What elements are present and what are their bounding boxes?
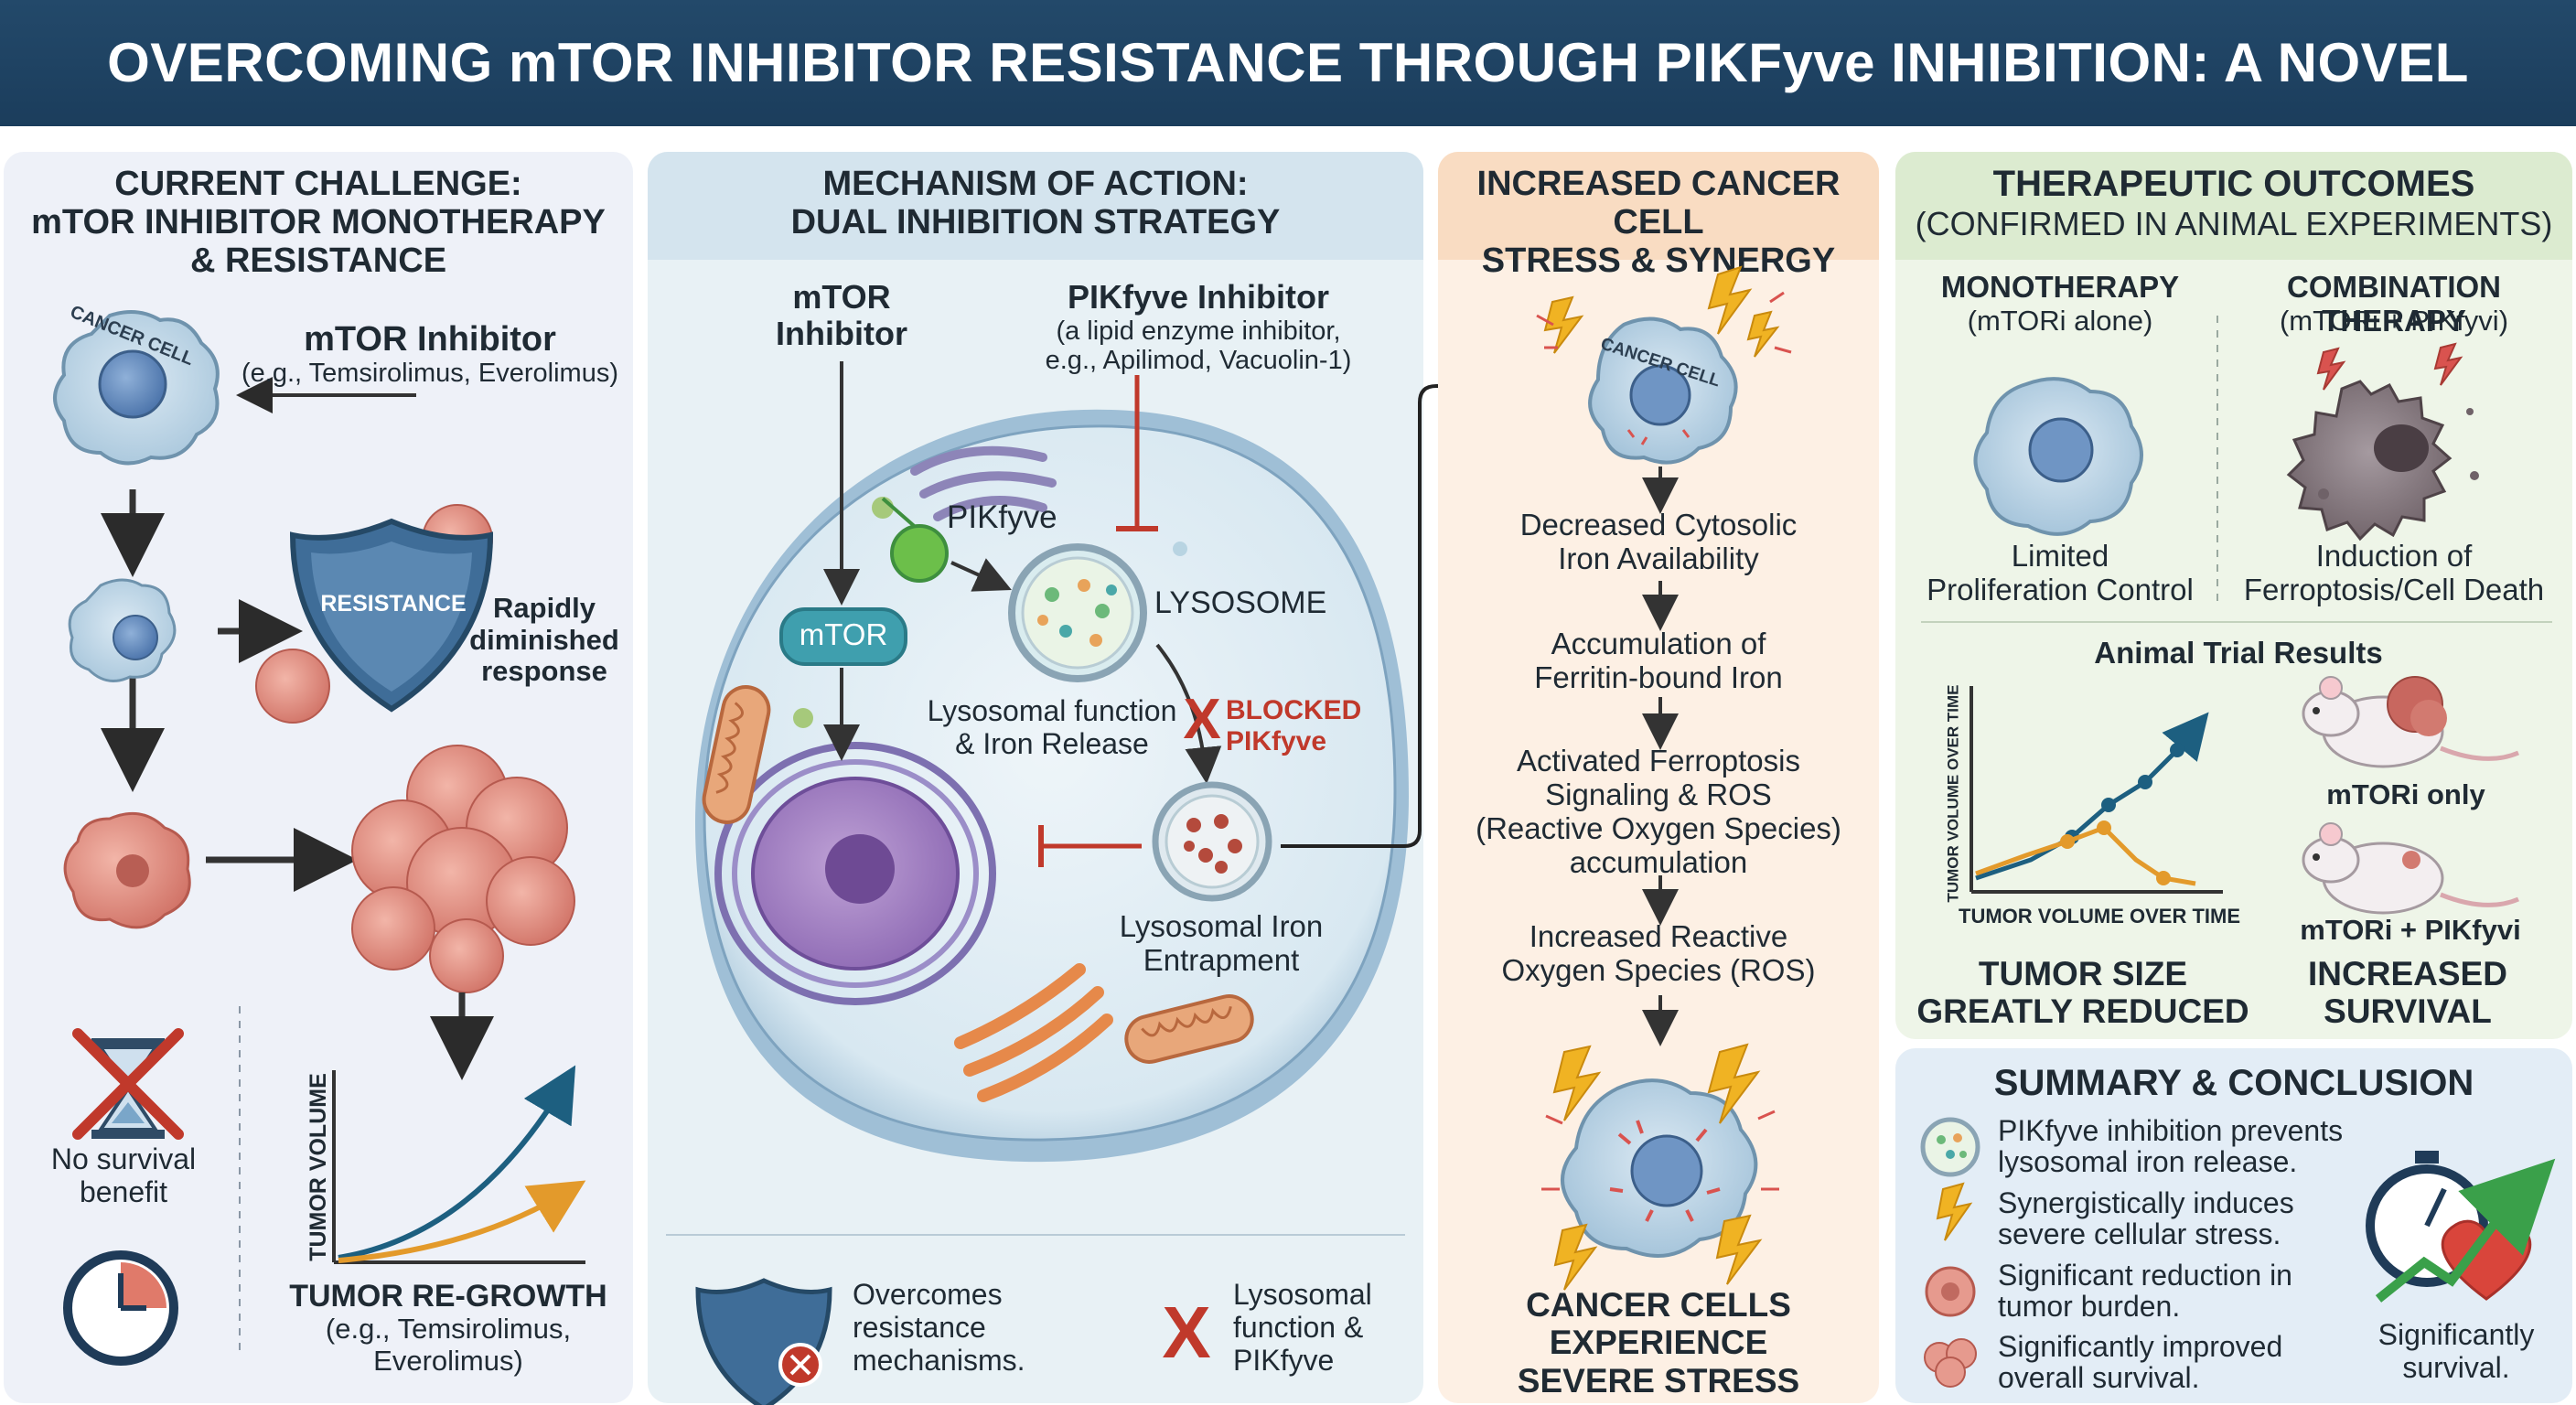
regrowth-chart <box>332 1065 586 1264</box>
summary-item-2: Synergistically induces severe cellular … <box>1998 1186 2294 1250</box>
mtor-inhibitor-examples: (e.g., Temsirolimus, Everolimus) <box>241 359 618 388</box>
outcomes-subheading: (CONFIRMED IN ANIMAL EXPERIMENTS) <box>1915 205 2553 242</box>
monotherapy-sub: (mTORi alone) <box>1967 305 2153 337</box>
lysosomal-x-mark: X <box>1162 1292 1211 1373</box>
pikfyve-inhibitor-desc: (a lipid enzyme inhibitor, e.g., Apilimo… <box>1045 316 1352 376</box>
hourglass-icon <box>72 1028 184 1140</box>
lightning-icon <box>1543 265 1780 358</box>
tumor-cell-icon <box>1925 1266 1976 1317</box>
summary-item-3: Significant reduction in tumor burden. <box>1998 1259 2292 1323</box>
tumor-result: TUMOR SIZE GREATLY REDUCED <box>1916 955 2249 1031</box>
tumor-cell-icon <box>63 811 191 929</box>
clock-icon <box>63 1250 178 1366</box>
monotherapy-result: Limited Proliferation Control <box>1927 539 2194 606</box>
stress-step-2: Accumulation of Ferritin-bound Iron <box>1534 627 1783 694</box>
lysosome-label: LYSOSOME <box>1154 585 1327 620</box>
cell-diagram <box>695 409 1409 1163</box>
lightning-icon <box>1936 1182 1973 1241</box>
severe-stress-cell-icon <box>1561 1078 1758 1258</box>
trial-title: Animal Trial Results <box>2094 636 2383 670</box>
stress-final: CANCER CELLS EXPERIENCE SEVERE STRESS <box>1517 1286 1800 1400</box>
pikfyve-inhibitor-title: PIKfyve Inhibitor <box>1067 278 1330 316</box>
stress-step-3: Activated Ferroptosis Signaling & ROS (R… <box>1476 744 1841 879</box>
golgi-icon <box>910 445 1057 521</box>
pikfyve-label: PIKfyve <box>947 499 1057 535</box>
stress-step-4: Increased Reactive Oxygen Species (ROS) <box>1501 919 1816 987</box>
lysosomal-footer-text: Lysosomal function & PIKfyve <box>1233 1278 1372 1377</box>
mouse1-label: mTORi only <box>2326 778 2485 810</box>
monotherapy-title: MONOTHERAPY <box>1940 270 2180 304</box>
summary-item-4: Significantly improved overall survival. <box>1998 1330 2283 1394</box>
lysosomal-function-label: Lysosomal function & Iron Release <box>927 694 1177 760</box>
blocked-label: BLOCKED PIKfyve <box>1226 695 1362 756</box>
stress-header-band <box>1438 152 1879 260</box>
vesicle-dot <box>1173 542 1187 556</box>
mtor-label: mTOR <box>799 617 888 651</box>
mouse2-label: mTORi + PIKfyvi <box>2300 914 2521 946</box>
mouse-icon <box>2302 676 2519 768</box>
mechanism-header-band <box>648 152 1423 260</box>
regrowth-examples: (e.g., Temsirolimus, Everolimus) <box>325 1313 572 1377</box>
combination-cell-icon <box>2286 380 2479 542</box>
growth-arrow-icon <box>2375 1158 2556 1303</box>
pikfyve-node <box>881 497 949 583</box>
mtor-inhibitor-title: mTOR Inhibitor <box>776 278 907 353</box>
trial-chart-xlabel: TUMOR VOLUME OVER TIME <box>1959 905 2240 928</box>
outcomes-heading: THERAPEUTIC OUTCOMES <box>1992 164 2475 204</box>
entrapment-lysosome-icon <box>1152 781 1272 902</box>
vesicle-dot <box>793 708 813 728</box>
mtor-node <box>779 607 907 666</box>
combination-sub: (mTORi + PIKfyvi) <box>2279 305 2509 337</box>
stress-marks <box>1536 291 1792 354</box>
entrapment-label: Lysosomal Iron Entrapment <box>1119 909 1324 977</box>
cancer-cell-icon <box>53 310 220 466</box>
stress-heading: INCREASED CANCER CELL STRESS & SYNERGY <box>1476 165 1841 280</box>
mtor-inhibitor-label: mTOR Inhibitor <box>304 320 556 359</box>
summary-item-1: PIKfyve inhibition prevents lysosomal ir… <box>1998 1114 2344 1178</box>
mouse-icon <box>2302 822 2519 915</box>
lightning-icon <box>1552 1043 1763 1291</box>
survival-result: INCREASED SURVIVAL <box>2308 955 2507 1031</box>
lightning-icon <box>2316 342 2463 391</box>
no-survival-text: No survival benefit <box>50 1142 197 1208</box>
cancer-cell-icon <box>68 578 177 682</box>
title-bar: OVERCOMING mTOR INHIBITOR RESISTANCE THR… <box>0 0 2576 220</box>
shield-icon <box>289 518 494 713</box>
summary-heading: SUMMARY & CONCLUSION <box>1993 1063 2474 1103</box>
overcomes-text: Overcomes resistance mechanisms. <box>853 1278 1025 1377</box>
outcomes-header-band <box>1895 152 2572 260</box>
stress-step-1: Decreased Cytosolic Iron Availability <box>1519 508 1798 575</box>
stress-marks <box>1541 1110 1779 1191</box>
regrowth-title: TUMOR RE-GROWTH <box>289 1279 607 1314</box>
challenge-heading: CURRENT CHALLENGE: mTOR INHIBITOR MONOTH… <box>31 165 606 280</box>
mitochondria-icon <box>702 685 1254 1064</box>
combination-result: Induction of Ferroptosis/Cell Death <box>2243 539 2545 606</box>
resistance-label: RESISTANCE <box>320 591 467 617</box>
response-text: Rapidly diminished response <box>469 592 619 688</box>
mechanism-heading: MECHANISM OF ACTION: DUAL INHIBITION STR… <box>790 165 1281 241</box>
lysosome-icon <box>1008 543 1147 682</box>
overcome-shield-icon <box>695 1278 832 1405</box>
trial-chart <box>1970 686 2223 894</box>
lysosome-icon <box>1920 1117 1980 1177</box>
tumor-cluster-icon <box>351 745 575 993</box>
stressed-cell-icon <box>1588 316 1738 465</box>
blocked-x-mark: X <box>1183 688 1221 751</box>
monotherapy-cell-icon <box>1973 377 2143 536</box>
survival-badge-text: Significantly survival. <box>2377 1318 2535 1384</box>
combination-title: COMBINATION THERAPY <box>2286 270 2502 338</box>
tumor-cluster-icon <box>1924 1338 1977 1388</box>
golgi-orange-icon <box>954 963 1113 1102</box>
